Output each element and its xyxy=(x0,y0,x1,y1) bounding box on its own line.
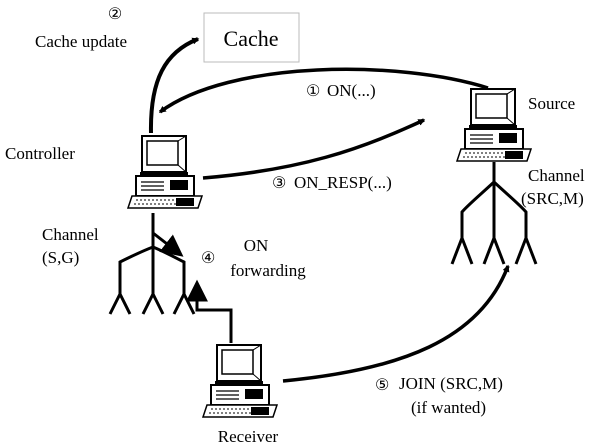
cache-update-arrow xyxy=(148,37,200,134)
channel-src-m-line2: (SRC,M) xyxy=(521,189,584,208)
step-2-number: ② xyxy=(108,6,122,23)
controller-computer-icon xyxy=(127,135,203,209)
controller-label: Controller xyxy=(5,144,75,163)
forwarding-path xyxy=(186,279,233,343)
step-5-line1: JOIN (SRC,M) xyxy=(399,374,503,393)
step-5-number: ⑤ xyxy=(375,377,389,394)
channel-s-g-line1: Channel xyxy=(42,225,99,244)
channel-src-m-line1: Channel xyxy=(528,166,585,185)
cache-box: Cache xyxy=(203,12,300,63)
source-computer-icon xyxy=(456,88,532,162)
on-request-arrow xyxy=(158,67,489,114)
step-5-line2: (if wanted) xyxy=(411,398,486,417)
step-2-label: Cache update xyxy=(35,32,127,51)
step-1-label: ON(...) xyxy=(327,81,376,100)
step-1-number: ① xyxy=(306,83,320,100)
step-4-number: ④ xyxy=(201,250,215,267)
step-3-number: ③ xyxy=(272,175,286,192)
channel-src-m-tree xyxy=(450,162,538,265)
on-response-arrow xyxy=(202,118,426,180)
step-4-line2: forwarding xyxy=(230,261,306,280)
receiver-label: Receiver xyxy=(218,427,279,446)
channel-s-g-tree xyxy=(108,213,196,315)
on-forwarding-arrow xyxy=(152,231,184,257)
join-arrow xyxy=(282,264,510,383)
step-4-line1: ON xyxy=(244,236,269,255)
channel-s-g-line2: (S,G) xyxy=(42,248,79,267)
source-label: Source xyxy=(528,94,575,113)
receiver-computer-icon xyxy=(202,344,278,418)
cache-label: Cache xyxy=(224,26,279,51)
step-3-label: ON_RESP(...) xyxy=(294,173,392,192)
